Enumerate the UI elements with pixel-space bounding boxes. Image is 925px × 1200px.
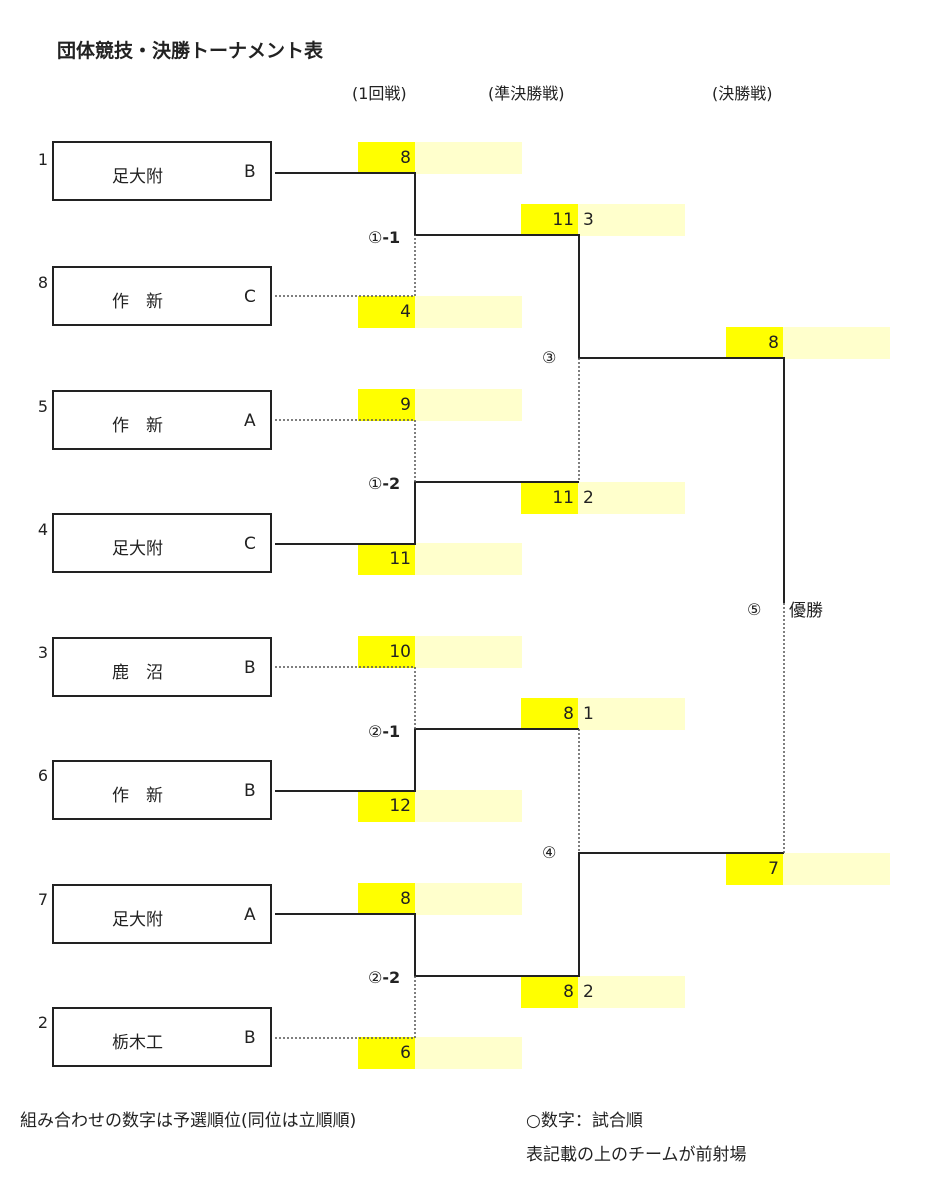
team-box: 作 新 A [52,390,272,450]
team-name: 足大附 [112,539,163,559]
semifinal-score: 11 [521,482,578,514]
score-cell-blank [415,790,522,822]
round1-score: 11 [358,543,415,575]
semifinal-order: 2 [583,488,594,508]
score-cell-blank [415,142,522,174]
team-box: 作 新 C [52,266,272,326]
round1-score: 9 [358,389,415,421]
final-score: 8 [726,327,783,359]
team-box: 足大附 C [52,513,272,573]
match-label: ②-2 [368,968,401,987]
score-cell-blank [415,883,522,915]
score-cell-blank [783,853,890,885]
team-box: 栃木工 B [52,1007,272,1067]
round-label-semifinal: (準決勝戦) [488,84,565,103]
semifinal-score: 8 [521,976,578,1008]
note-shooting-position: 表記載の上のチームが前射場 [526,1145,747,1165]
team-seed: 5 [37,397,49,416]
match-label: ④ [542,843,557,862]
team-group: A [244,411,256,431]
team-group: A [244,905,256,925]
team-group: C [244,534,256,554]
score-cell-blank [578,976,685,1008]
score-cell-blank [415,1037,522,1069]
match-label: ①-1 [368,228,401,247]
team-box: 足大附 A [52,884,272,944]
round1-score: 8 [358,142,415,174]
page-title: 団体競技・決勝トーナメント表 [57,40,324,62]
score-cell-blank [415,296,522,328]
score-cell-blank [578,204,685,236]
team-group: B [244,781,256,801]
score-cell-blank [415,636,522,668]
team-name: 足大附 [112,910,163,930]
champion-label: 優勝 [789,601,823,621]
team-seed: 3 [37,643,49,662]
round1-score: 4 [358,296,415,328]
semifinal-order: 1 [583,704,594,724]
team-name: 足大附 [112,167,163,187]
semifinal-order: 2 [583,982,594,1002]
team-seed: 7 [37,890,49,909]
semifinal-score: 8 [521,698,578,730]
round-label-final: (決勝戦) [712,84,773,103]
team-seed: 2 [37,1013,49,1032]
note-seeding: 組み合わせの数字は予選順位(同位は立順順) [20,1111,357,1131]
team-box: 作 新 B [52,760,272,820]
team-seed: 4 [37,520,49,539]
team-name: 栃木工 [112,1033,163,1053]
team-group: C [244,287,256,307]
team-seed: 8 [37,273,49,292]
score-cell-blank [415,543,522,575]
team-group: B [244,658,256,678]
round1-score: 10 [358,636,415,668]
team-box: 鹿 沼 B [52,637,272,697]
team-name: 鹿 沼 [112,663,163,683]
team-seed: 6 [37,766,49,785]
team-group: B [244,1028,256,1048]
note-match-order: ○数字：試合順 [526,1111,643,1131]
semifinal-order: 3 [583,210,594,230]
team-name: 作 新 [112,416,163,436]
score-cell-blank [783,327,890,359]
match-label: ②-1 [368,722,401,741]
score-cell-blank [578,482,685,514]
team-box: 足大附 B [52,141,272,201]
semifinal-score: 11 [521,204,578,236]
team-group: B [244,162,256,182]
round1-score: 6 [358,1037,415,1069]
match-label: ③ [542,348,557,367]
team-name: 作 新 [112,786,163,806]
round-label-first: (1回戦) [352,84,407,103]
round1-score: 8 [358,883,415,915]
round1-score: 12 [358,790,415,822]
score-cell-blank [578,698,685,730]
match-label: ①-2 [368,474,401,493]
team-seed: 1 [37,150,49,169]
team-name: 作 新 [112,292,163,312]
final-score: 7 [726,853,783,885]
match-label: ⑤ [747,600,762,619]
score-cell-blank [415,389,522,421]
